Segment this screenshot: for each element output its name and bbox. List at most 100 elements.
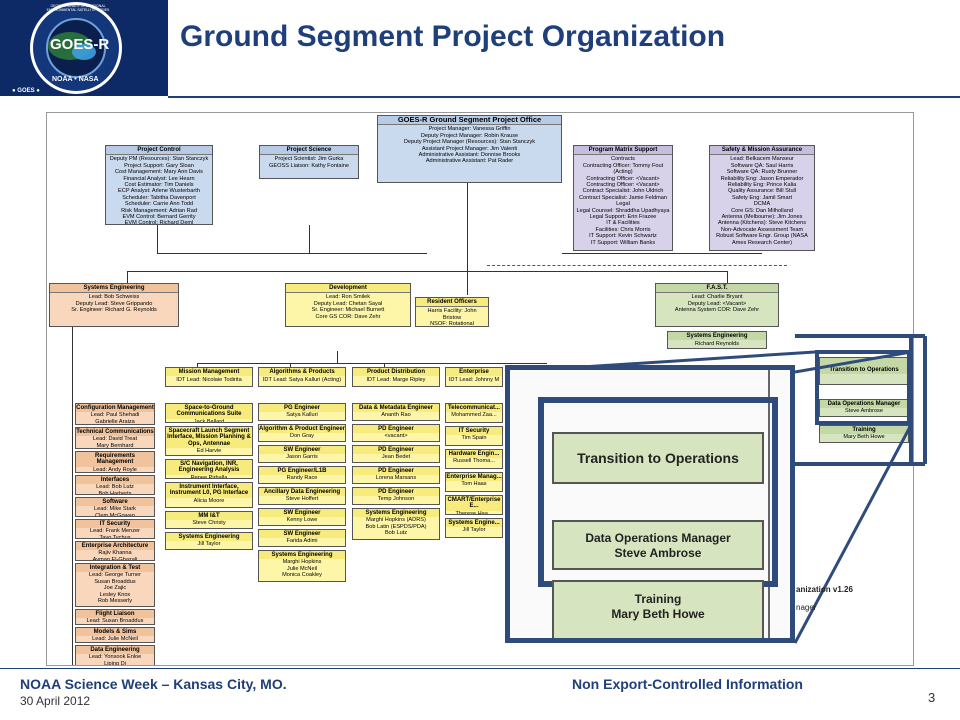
- list-item-body: Jason Garris: [286, 454, 318, 461]
- version-text: anization v1.26: [796, 585, 853, 594]
- development-body: Lead: Ron Smilek Deputy Lead: Chetan Say…: [311, 294, 385, 320]
- fast-title: F.A.S.T.: [656, 284, 778, 294]
- resident-officers-box: Resident Officers Harris Facility: John …: [415, 297, 489, 327]
- systems-engineering-title: Systems Engineering: [50, 284, 178, 294]
- list-item-body: Don Gray: [290, 433, 314, 440]
- list-item-title: Technical Communications: [76, 428, 154, 437]
- fast-se-body: Richard Reynolds: [694, 341, 740, 348]
- list-item-title: Enterprise Architecture: [76, 542, 154, 551]
- list-item-title: Models & Sims: [76, 628, 154, 637]
- page-title: Ground Segment Project Organization: [180, 20, 726, 53]
- list-item-title: Space-to-Ground Communications Suite: [166, 404, 252, 419]
- algorithms-body: IDT Lead: Satya Kalluri (Acting): [262, 377, 342, 384]
- program-matrix-body: Contracts Contracting Officer: Tommy Fou…: [576, 156, 670, 246]
- list-item-body: Tim Spain: [461, 435, 487, 442]
- data-ops-body: Steve Ambrose: [845, 408, 883, 415]
- connector: [157, 225, 158, 253]
- connector: [727, 271, 728, 283]
- connector: [72, 325, 73, 665]
- list-item-body: Lead: George Turner Susan Broaddus Joe Z…: [89, 572, 141, 605]
- fast-box: F.A.S.T. Lead: Charlie Bryant Deputy Lea…: [655, 283, 779, 327]
- list-item-title: Data Engineering: [76, 646, 154, 655]
- enterprise-title: Enterprise: [446, 368, 502, 377]
- list-item-title: Algorithm & Product Engineer: [259, 425, 346, 434]
- project-science-box: Project Science Project Scientist: Jim G…: [259, 145, 359, 179]
- list-item-body: Kenny Lowe: [286, 517, 318, 524]
- connector: [127, 271, 128, 283]
- zoom-transition-box: Transition to Operations: [552, 432, 764, 484]
- list-item-body: Lead: Susan Broaddus: [86, 618, 144, 625]
- development-title: Development: [286, 284, 410, 294]
- list-item-body: Renee Pirhalla: [190, 474, 228, 479]
- list-item-title: PG Engineer: [259, 404, 345, 413]
- list-item-title: SW Engineer: [259, 530, 345, 539]
- list-item-body: Lead: Julie McNeil: [92, 636, 138, 643]
- logo-center-text: GOES-R: [50, 36, 110, 53]
- fast-systems-engineering-box: Systems Engineering Richard Reynolds: [667, 331, 767, 349]
- list-item: S/C Navigation, INR, Engineering Analysi…: [165, 459, 253, 479]
- dashed-connector: [487, 265, 787, 266]
- list-item-body: Jean Bedet: [381, 454, 411, 461]
- list-item-body: Marghi Hopkins (ADRS) Bob Latin (ESPDS/P…: [365, 517, 427, 537]
- header-divider: [168, 96, 960, 98]
- list-item-body: <vacant>: [384, 433, 408, 440]
- connector: [562, 253, 762, 254]
- zoom-inset: Transition to Operations Data Operations…: [505, 365, 795, 643]
- data-ops-box: Data Operations Manager Steve Ambrose: [819, 399, 909, 417]
- connector: [337, 351, 338, 363]
- footer-event: NOAA Science Week – Kansas City, MO.: [20, 676, 287, 692]
- list-item-title: Telecommunicat...: [446, 404, 502, 413]
- transition-title: Transition to Operations: [820, 358, 908, 375]
- list-item: CMART/Enterprise E...Therese Haa...: [445, 495, 503, 515]
- connector: [127, 271, 727, 272]
- logo-ring-text: GEOSTATIONARY OPERATIONAL ENVIRONMENTAL …: [46, 4, 110, 12]
- fast-se-title: Systems Engineering: [668, 332, 766, 341]
- list-item: PD Engineer<vacant>: [352, 424, 440, 442]
- logo-bottom-text: NOAA • NASA: [52, 76, 99, 83]
- list-item-body: Marghi Hopkins Julie McNeil Monica Coakl…: [282, 559, 322, 579]
- list-item: Enterprise Manag...Tom Haas: [445, 472, 503, 492]
- fast-body: Lead: Charlie Bryant Deputy Lead: <Vacan…: [674, 294, 760, 314]
- footer-export-notice: Non Export-Controlled Information: [572, 676, 803, 692]
- transition-box: Transition to Operations: [819, 357, 909, 385]
- list-item-body: Jill Taylor: [462, 527, 486, 534]
- project-science-body: Project Scientist: Jim Gurka GEOSS Liais…: [269, 156, 349, 169]
- list-item-title: Systems Engineering: [353, 509, 439, 518]
- program-matrix-title: Program Matrix Support: [574, 146, 672, 156]
- enterprise-box: Enterprise IDT Lead: Johnny M: [445, 367, 503, 387]
- list-item-body: Lead: David Treat Mary Bernhard: [92, 436, 138, 449]
- list-item-title: IT Security: [446, 427, 502, 436]
- partial-text: nager: [796, 603, 817, 612]
- footer-date: 30 April 2012: [20, 694, 91, 708]
- list-item-title: Interfaces: [76, 476, 154, 485]
- product-distribution-title: Product Distribution: [353, 368, 439, 377]
- project-science-title: Project Science: [260, 146, 358, 156]
- list-item-title: Instrument Interface, Instrument L0, PG …: [166, 483, 252, 498]
- list-item-body: Lead: Yonsook Enloe Liping Di: [88, 654, 142, 666]
- zoom-training-title: Training: [634, 592, 682, 606]
- list-item-title: Flight Liaison: [76, 610, 154, 619]
- list-item-title: PD Engineer: [353, 446, 439, 455]
- list-item-title: PD Engineer: [353, 467, 439, 476]
- list-item-body: Ed Harvie: [196, 448, 222, 455]
- zoom-divider: [768, 370, 770, 638]
- training-body: Mary Beth Howe: [843, 434, 885, 441]
- training-box: Training Mary Beth Howe: [819, 425, 909, 443]
- project-office-title: GOES-R Ground Segment Project Office: [378, 116, 561, 126]
- mission-management-title: Mission Management: [166, 368, 252, 377]
- list-item-body: Lead: Andy Royle Bob Latin: [93, 466, 137, 473]
- mission-management-body: IDT Lead: Nicolaie Todirita: [176, 377, 242, 384]
- product-distribution-box: Product Distribution IDT Lead: Marge Rip…: [352, 367, 440, 387]
